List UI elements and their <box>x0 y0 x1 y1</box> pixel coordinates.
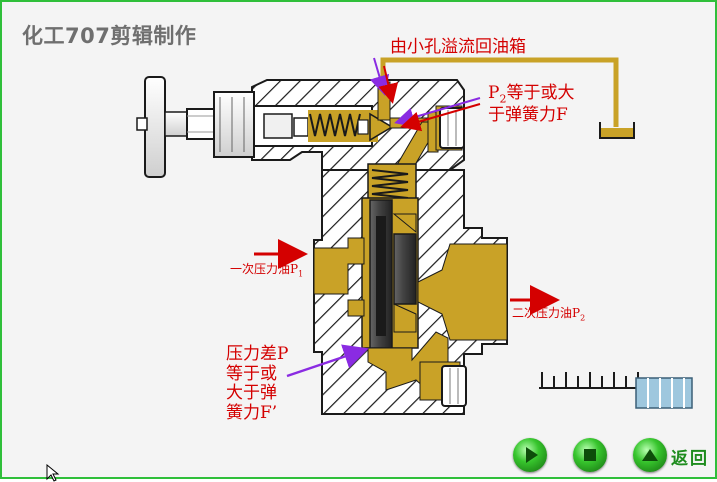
inlet-label: 一次压力油P1 <box>230 262 304 279</box>
main-spool <box>361 197 419 349</box>
page-title: 化工707剪辑制作 <box>22 24 197 48</box>
up-button[interactable] <box>633 438 667 472</box>
outlet-label-sub: 2 <box>580 313 586 323</box>
overflow-note: 由小孔溢流回油箱 <box>390 37 526 57</box>
back-button[interactable]: 返回 <box>671 449 709 469</box>
pilot-plug <box>439 107 465 149</box>
stop-button[interactable] <box>573 438 607 472</box>
outlet-label-text: 二次压力油P <box>512 306 581 320</box>
outlet-label: 二次压力油P2 <box>512 306 586 323</box>
pilot-note-rest: 等于或大 <box>506 83 575 103</box>
pressure-diff-line4: 簧力F’ <box>226 402 278 423</box>
pressure-diff-line2: 等于或 <box>226 363 277 384</box>
pilot-note-p: P <box>488 83 500 103</box>
pilot-note-sub: 2 <box>499 92 507 106</box>
play-icon <box>526 447 538 463</box>
up-icon <box>642 449 658 461</box>
main-spring <box>367 163 417 201</box>
stop-icon <box>584 449 596 461</box>
bottom-plug <box>441 365 467 407</box>
pilot-chamber <box>253 105 378 147</box>
play-button[interactable] <box>513 438 547 472</box>
progress-slider[interactable] <box>539 372 693 409</box>
pressure-diff-line1: 压力差P <box>226 344 289 364</box>
pressure-diff-note: 压力差P 等于或 大于弹 簧力F’ <box>226 344 289 423</box>
pressure-diff-line3: 大于弹 <box>226 383 277 404</box>
mouse-cursor-icon <box>46 464 60 482</box>
pilot-note: P2等于或大 于弹簧力F <box>488 83 575 126</box>
annotation-arrows <box>254 57 560 378</box>
inlet-label-text: 一次压力油P <box>230 262 299 276</box>
flow-passages <box>313 237 508 401</box>
pilot-note-line2: 于弹簧力F <box>488 105 568 126</box>
adjust-handwheel <box>136 76 255 178</box>
inlet-label-sub: 1 <box>298 269 304 279</box>
